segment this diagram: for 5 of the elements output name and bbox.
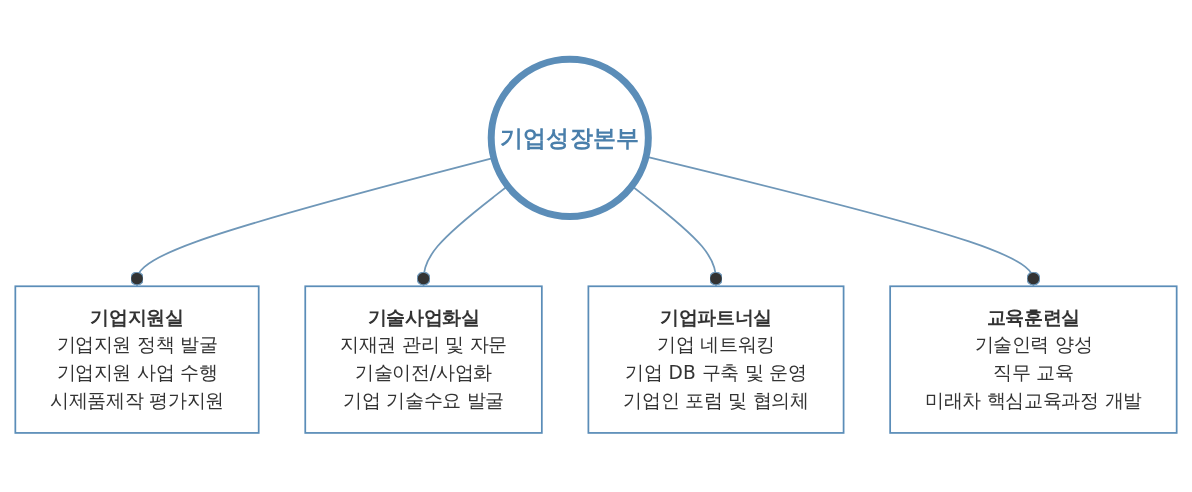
node-circle: 기업성장본부 xyxy=(487,55,652,220)
node-box: 기업지원실 기업지원 정책 발굴 기업지원 사업 수행 시제품제작 평가지원 xyxy=(14,285,260,434)
node-box: 교육훈련실 기술인력 양성 직무 교육 미래차 핵심교육과정 개발 xyxy=(889,285,1178,434)
node-box: 기업파트너실 기업 네트워킹 기업 DB 구축 및 운영 기업인 포럼 및 협의체 xyxy=(587,285,845,434)
node-box: 기술사업화실 지재권 관리 및 자문 기술이전/사업화 기업 기술수요 발굴 xyxy=(304,285,543,434)
